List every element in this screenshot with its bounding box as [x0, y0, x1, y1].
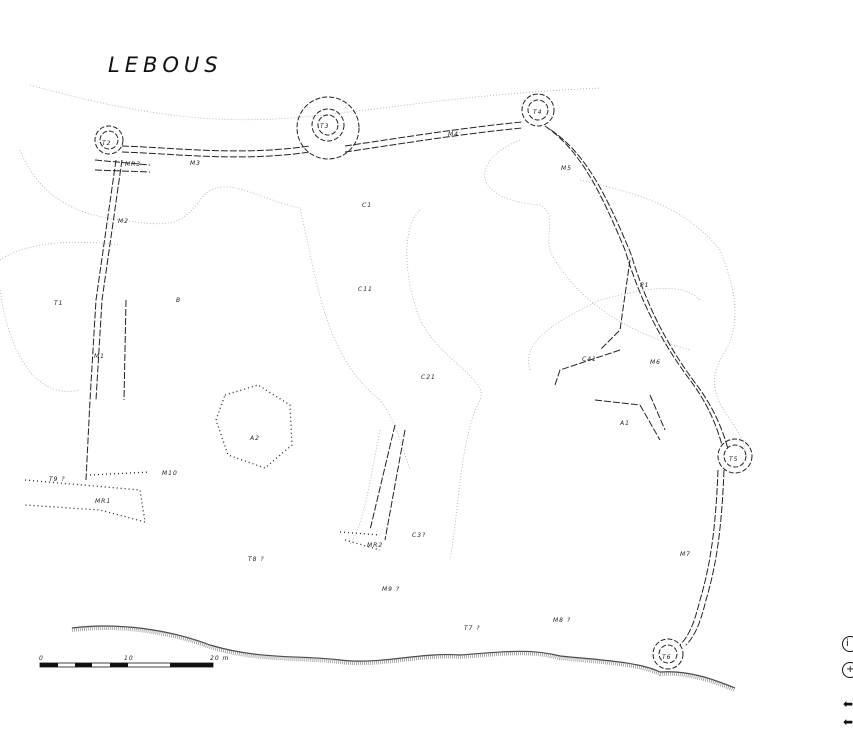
label-c21: C21 [421, 374, 436, 381]
scale-tick-10: 10 [124, 655, 134, 662]
label-mr3: MR3 [125, 161, 141, 168]
label-c31: C3? [412, 532, 426, 539]
label-m10: M10 [162, 470, 178, 477]
label-c1: C1 [362, 202, 372, 209]
arrow-left-icon[interactable]: ⬅ [843, 715, 853, 729]
label-m3: M3 [190, 160, 201, 167]
walls [24, 121, 729, 646]
label-t2: T2 [102, 140, 111, 147]
label-c11: C11 [358, 286, 373, 293]
label-t6: T6 [662, 654, 671, 661]
label-t3: T3 [320, 123, 329, 130]
feature-labels: T2 MR3 M3 T3 C1 M4 T4 M5 M2 C11 B T1 P1 … [49, 109, 738, 661]
towers [94, 93, 753, 670]
label-p1: P1 [640, 282, 649, 289]
arrow-left-icon[interactable]: ⬅ [843, 697, 853, 711]
label-t7: T7 ? [464, 625, 481, 632]
label-t5: T5 [729, 456, 738, 463]
circle-info-icon[interactable]: i [842, 636, 853, 652]
label-m1: M1 [94, 353, 105, 360]
label-a1: A1 [619, 420, 630, 427]
label-t4: T4 [533, 109, 542, 116]
scale-bar: 0 10 20 m [39, 655, 229, 668]
label-m5: M5 [561, 165, 572, 172]
label-m7: M7 [680, 551, 691, 558]
label-m4: M4 [448, 131, 459, 138]
label-t1: T1 [54, 300, 63, 307]
label-t9: T9 ? [49, 476, 66, 483]
label-c41: C41 [582, 356, 597, 363]
label-m9: M9 ? [382, 586, 400, 593]
a2-outline [215, 384, 293, 469]
plan-title: LEBOUS [108, 53, 223, 77]
cliff-edge [71, 625, 736, 692]
label-b: B [176, 297, 181, 304]
label-a2: A2 [249, 435, 260, 442]
scale-tick-0: 0 [39, 655, 44, 662]
circle-plus-icon[interactable]: + [842, 662, 853, 678]
label-m2: M2 [118, 218, 129, 225]
label-mr1: MR1 [95, 498, 111, 505]
label-m6: M6 [650, 359, 661, 366]
label-m8: M8 ? [553, 617, 571, 624]
label-t8: T8 ? [248, 556, 265, 563]
terrain-contours [0, 84, 746, 561]
scale-tick-20: 20 m [210, 655, 229, 662]
label-mr2: MR2 [367, 542, 383, 549]
